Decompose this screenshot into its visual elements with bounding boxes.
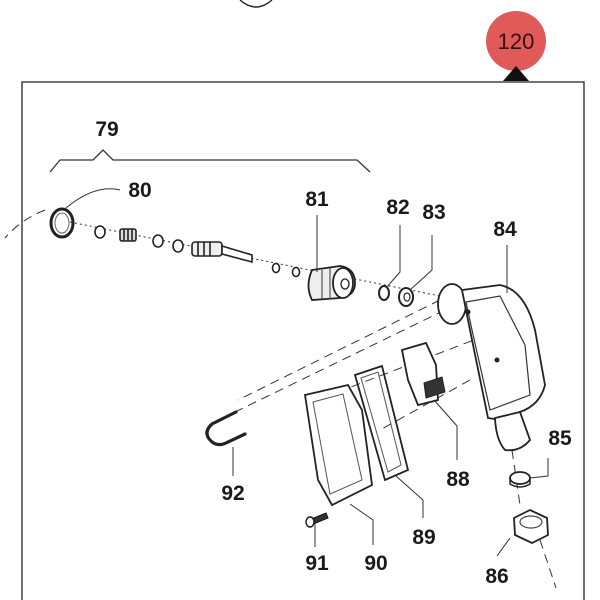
small-ring-icon: [271, 262, 281, 274]
part-89-cover-gasket[interactable]: [353, 364, 410, 482]
cover-gasket-icon: [353, 364, 410, 482]
part-92-u-clip[interactable]: [205, 410, 247, 447]
hex-nut-face-icon: [519, 515, 543, 529]
diagram-frame: [21, 81, 585, 600]
callout-86: 86: [485, 565, 508, 588]
part-84-pump-housing[interactable]: [437, 283, 546, 452]
callout-80: 80: [128, 179, 151, 202]
housing-outlet-icon: [494, 410, 532, 452]
washer-icon: [172, 239, 184, 253]
switch-connector-icon: [423, 376, 446, 399]
part-80-o-ring[interactable]: [49, 207, 75, 239]
callout-83: 83: [422, 201, 445, 224]
leader-83: [409, 235, 433, 291]
u-clip-icon: [205, 410, 247, 447]
badge-pointer-icon: [503, 66, 529, 81]
axis-left-arc: [4, 209, 46, 239]
cover-plate-icon: [303, 383, 373, 507]
axis-switch-line: [379, 379, 471, 431]
o-ring-inner-icon: [54, 212, 70, 234]
badge-number: 120: [498, 29, 535, 54]
group-badge[interactable]: 120: [486, 11, 546, 81]
leader-86: [496, 537, 511, 557]
badge-circle: [486, 11, 546, 71]
part-90-cover-plate[interactable]: [303, 383, 373, 507]
callout-89: 89: [412, 526, 435, 549]
leader-82: [385, 225, 401, 289]
callout-91: 91: [305, 552, 329, 575]
assembly-bracket: 79: [49, 118, 371, 173]
callout-79: 79: [95, 118, 118, 141]
axis-pump-to-clip: [234, 309, 446, 413]
o-ring-icon: [378, 285, 390, 301]
valve-bore-icon: [340, 278, 350, 290]
bracket-line-icon: [49, 149, 371, 173]
callout-labels: 80 81 82 83 84 85 86 88 89 90 91 92: [128, 179, 572, 588]
pump-housing-icon: [460, 284, 546, 421]
small-ring-icon: [291, 266, 301, 278]
housing-inner-icon: [465, 295, 531, 411]
part-81-valve-body[interactable]: [307, 265, 356, 301]
screw-head-icon: [305, 516, 315, 528]
axis-nut-ring: [511, 449, 521, 506]
callout-92: 92: [221, 482, 244, 505]
callout-88: 88: [446, 468, 470, 491]
leader-88: [433, 399, 458, 460]
assembly-axes: [4, 209, 557, 589]
valve-ribs-icon: [321, 268, 331, 299]
gasket-ring-icon: [509, 471, 531, 485]
callout-81: 81: [305, 188, 329, 211]
part-88-switch-module[interactable]: [400, 341, 446, 407]
washer-icon: [152, 234, 164, 248]
part-83-seal-ring[interactable]: [398, 287, 414, 307]
gasket-inner-icon: [360, 371, 402, 473]
callout-85: 85: [548, 427, 572, 450]
axis-upper-to-clip: [237, 299, 441, 401]
part-82-o-ring[interactable]: [378, 285, 390, 301]
cover-plate-inner-icon: [312, 393, 363, 495]
plunger-icon: [191, 241, 253, 264]
callout-82: 82: [386, 196, 409, 219]
shaft-component-set: [94, 225, 301, 278]
part-91-screw[interactable]: [305, 512, 329, 528]
leader-80: [65, 188, 121, 209]
gasket-ring-side-icon: [509, 478, 531, 488]
callout-84: 84: [493, 218, 517, 241]
washer-icon: [94, 225, 106, 239]
part-86-hex-nut[interactable]: [513, 508, 549, 545]
axis-bottom-right: [539, 539, 557, 589]
leader-89: [395, 475, 424, 518]
o-ring-icon: [49, 207, 75, 239]
leader-85: [529, 458, 549, 479]
housing-screw-icon: [465, 309, 471, 315]
housing-screw-icon: [494, 357, 500, 363]
adjacent-part-fragment: [239, 0, 273, 8]
leader-90: [349, 503, 374, 545]
leader-lines: [65, 188, 549, 557]
seal-inner-icon: [403, 292, 411, 302]
part-85-gasket-ring[interactable]: [509, 471, 531, 488]
spring-icon: [119, 228, 137, 242]
callout-90: 90: [364, 552, 387, 575]
